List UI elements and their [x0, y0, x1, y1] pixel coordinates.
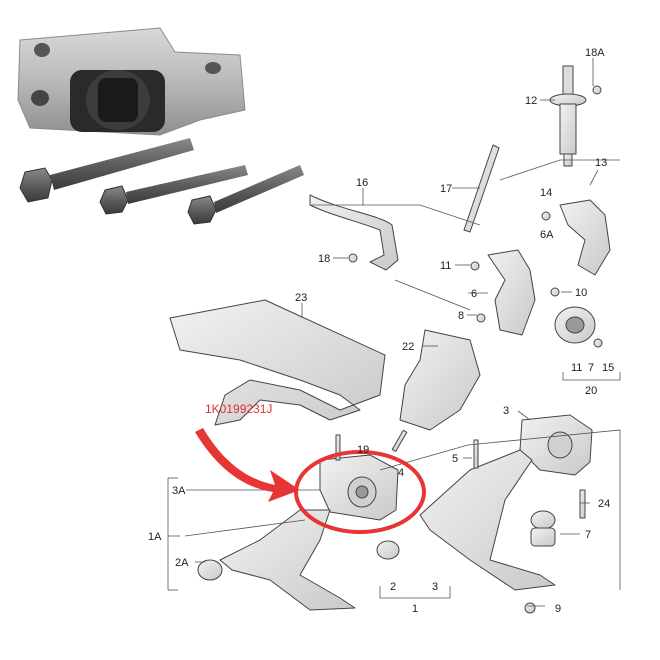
- label-3A: 3A: [172, 485, 186, 497]
- coupling-rod-17: [463, 144, 500, 233]
- label-2: 2: [390, 581, 396, 593]
- bolt-19: [335, 434, 341, 461]
- label-15: 15: [602, 362, 614, 374]
- label-7-a: 7: [588, 362, 594, 374]
- label-22: 22: [402, 341, 414, 353]
- bushing-photo: [17, 27, 246, 136]
- callout-arrow: [195, 428, 300, 502]
- bolt-24: [579, 489, 586, 519]
- bolt-short: [187, 165, 304, 225]
- bolt-medium: [99, 165, 248, 215]
- label-4: 4: [398, 467, 404, 479]
- bushing-3: [519, 414, 593, 476]
- knuckle-6A: [559, 199, 611, 276]
- nut-9: [524, 602, 536, 614]
- label-7-b: 7: [585, 529, 591, 541]
- nut-18: [348, 253, 358, 263]
- ball-joint-7: [530, 510, 556, 547]
- label-6: 6: [471, 288, 477, 300]
- knuckle-6: [487, 249, 536, 336]
- label-12: 12: [525, 95, 537, 107]
- bushing-2: [376, 540, 400, 560]
- label-18A: 18A: [585, 47, 605, 59]
- label-24: 24: [598, 498, 610, 510]
- bracket-22: [399, 329, 481, 431]
- component-labels: 18A 12 13 14 6A 17 16 18 11 6 10 8 23 22…: [148, 47, 614, 615]
- label-16: 16: [356, 177, 368, 189]
- label-1A: 1A: [148, 531, 162, 543]
- leader-lines: [167, 58, 621, 607]
- label-6A: 6A: [540, 229, 554, 241]
- part-number-label: 1K0199231J: [205, 402, 272, 416]
- nut-8: [476, 313, 486, 323]
- label-9: 9: [555, 603, 561, 615]
- label-20: 20: [585, 385, 597, 397]
- bushing-3A: [319, 454, 399, 521]
- label-2A: 2A: [175, 557, 189, 569]
- bolt-5: [473, 439, 479, 469]
- label-10: 10: [575, 287, 587, 299]
- nut-18A: [592, 85, 602, 95]
- control-arm-right: [419, 449, 556, 591]
- nut-10: [550, 287, 560, 297]
- bolt-4: [391, 429, 408, 452]
- label-3-b: 3: [432, 581, 438, 593]
- label-11-b: 11: [571, 362, 582, 374]
- label-11-a: 11: [440, 260, 451, 272]
- subframe-23: [169, 299, 386, 426]
- bushing-2A: [197, 559, 223, 581]
- label-3-a: 3: [503, 405, 509, 417]
- strut-12: [549, 65, 587, 167]
- nut-14: [541, 211, 551, 221]
- stabilizer-bar-16: [309, 194, 399, 271]
- hub-11: [554, 306, 596, 344]
- highlight-ring: [294, 450, 426, 534]
- label-23: 23: [295, 292, 307, 304]
- label-14: 14: [540, 187, 552, 199]
- label-17: 17: [440, 183, 452, 195]
- label-1: 1: [412, 603, 418, 615]
- label-5: 5: [452, 453, 458, 465]
- label-13: 13: [595, 157, 607, 169]
- label-19: 19: [357, 444, 369, 456]
- nut-15: [593, 338, 603, 348]
- control-arm-left: [219, 509, 356, 611]
- label-18: 18: [318, 253, 330, 265]
- highlight-callout: [195, 428, 426, 534]
- label-8: 8: [458, 310, 464, 322]
- bolt-11: [470, 261, 480, 271]
- bolt-long: [19, 138, 194, 203]
